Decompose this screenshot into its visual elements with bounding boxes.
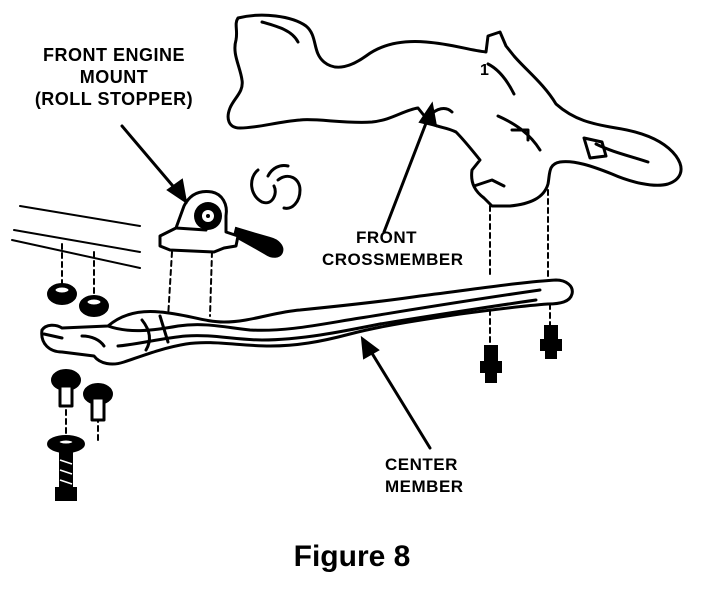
front-engine-mount-label: FRONT ENGINE MOUNT (ROLL STOPPER) xyxy=(34,45,194,109)
crossmember-bolt-guides xyxy=(489,189,551,349)
crossmember-bolt xyxy=(540,325,562,359)
center-member-leader-arrow xyxy=(360,335,432,450)
callout-number: 1 xyxy=(480,62,489,79)
mount-bracket xyxy=(250,164,302,210)
figure-caption: Figure 8 xyxy=(293,540,411,573)
front-crossmember: 1 xyxy=(226,13,683,208)
center-member xyxy=(40,278,574,366)
front-crossmember-label: FRONT CROSSMEMBER xyxy=(322,228,464,269)
front-engine-mount xyxy=(158,190,240,319)
mount-leader-arrow xyxy=(120,124,188,205)
center-member-label: CENTER MEMBER xyxy=(385,455,464,496)
left-fastener-stack xyxy=(11,205,141,501)
crossmember-leader-arrow xyxy=(382,101,438,234)
mount-through-bolt xyxy=(232,226,284,258)
crossmember-bolt xyxy=(480,345,502,383)
